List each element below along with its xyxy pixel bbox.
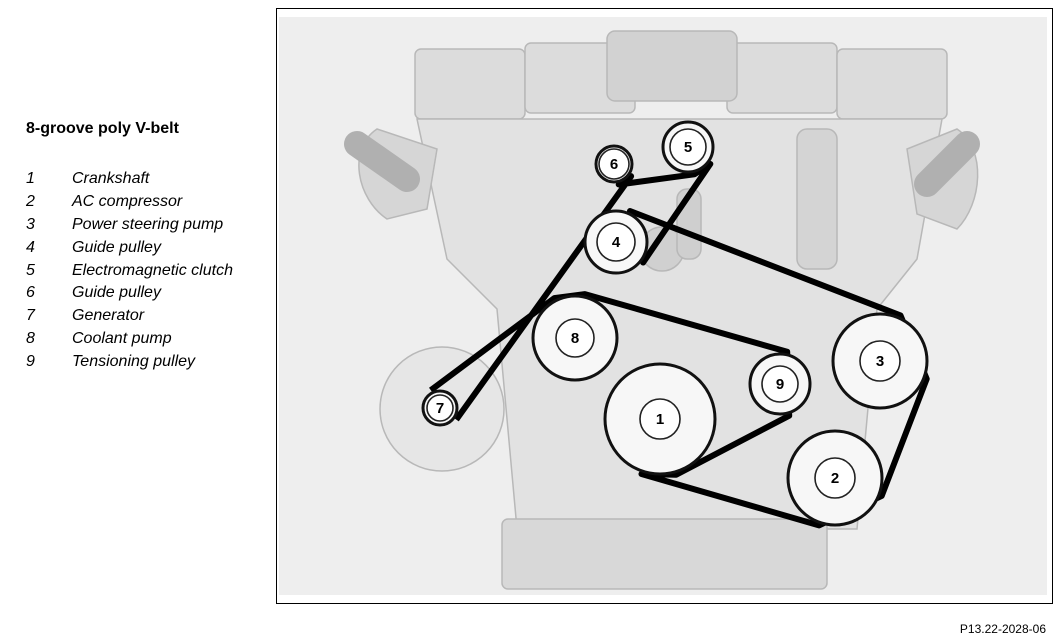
legend-item: 6 Guide pulley (26, 282, 233, 305)
pulley-9-tensioning-pulley: 9 (748, 352, 812, 416)
legend-label: Tensioning pulley (72, 352, 196, 370)
legend-label: Guide pulley (72, 284, 161, 302)
legend-number: 1 (26, 170, 35, 188)
legend-number: 6 (26, 284, 35, 302)
legend-label: AC compressor (72, 193, 183, 211)
legend-label: Guide pulley (72, 238, 161, 256)
legend-number: 9 (26, 352, 35, 370)
belt-routing-diagram: 1 2 3 4 5 6 7 8 9 (279, 17, 1047, 595)
pulley-number: 2 (831, 470, 839, 487)
pulley-2-ac-compressor: 2 (786, 429, 884, 527)
legend-label: Coolant pump (72, 329, 172, 347)
legend-item: 5 Electromagnetic clutch (26, 259, 233, 282)
pulley-3-power-steering-pump: 3 (831, 312, 929, 410)
pulley-8-coolant-pump: 8 (531, 294, 619, 382)
legend-item: 4 Guide pulley (26, 236, 233, 259)
legend-number: 2 (26, 193, 35, 211)
pulley-1-crankshaft: 1 (603, 362, 717, 476)
legend-item: 2 AC compressor (26, 191, 233, 214)
legend-number: 5 (26, 261, 35, 279)
legend-number: 3 (26, 215, 35, 233)
legend-item: 1 Crankshaft (26, 168, 233, 191)
pulley-number: 5 (684, 139, 692, 156)
pulley-5-electromagnetic-clutch: 5 (661, 120, 715, 174)
belt-diagram-frame: 1 2 3 4 5 6 7 8 9 (276, 8, 1053, 604)
legend-item: 9 Tensioning pulley (26, 350, 233, 373)
pulley-4-guide-pulley: 4 (583, 209, 649, 275)
legend-list: 1 Crankshaft 2 AC compressor 3 Power steeri… (26, 168, 233, 373)
pulley-6-guide-pulley: 6 (594, 144, 634, 184)
legend-item: 8 Coolant pump (26, 328, 233, 351)
pulley-number: 4 (612, 234, 621, 251)
pulley-number: 7 (436, 400, 444, 417)
legend-number: 8 (26, 329, 35, 347)
pulley-number: 3 (876, 353, 884, 370)
pulley-number: 8 (571, 330, 579, 347)
pulley-number: 1 (656, 411, 664, 428)
pulley-group: 1 2 3 4 5 6 7 8 9 (421, 120, 929, 527)
legend-label: Power steering pump (72, 215, 224, 233)
pulley-7-generator: 7 (421, 389, 459, 427)
legend-number: 7 (26, 307, 35, 325)
legend-label: Generator (72, 307, 145, 325)
legend-title: 8-groove poly V-belt (26, 120, 179, 137)
pulley-number: 6 (610, 156, 618, 173)
legend-item: 7 Generator (26, 305, 233, 328)
legend-item: 3 Power steering pump (26, 214, 233, 237)
legend-number: 4 (26, 238, 35, 256)
legend-label: Crankshaft (72, 170, 150, 188)
pulley-number: 9 (776, 376, 784, 393)
figure-id: P13.22-2028-06 (959, 622, 1046, 636)
legend-label: Electromagnetic clutch (72, 261, 233, 279)
poly-v-belt (429, 160, 930, 529)
